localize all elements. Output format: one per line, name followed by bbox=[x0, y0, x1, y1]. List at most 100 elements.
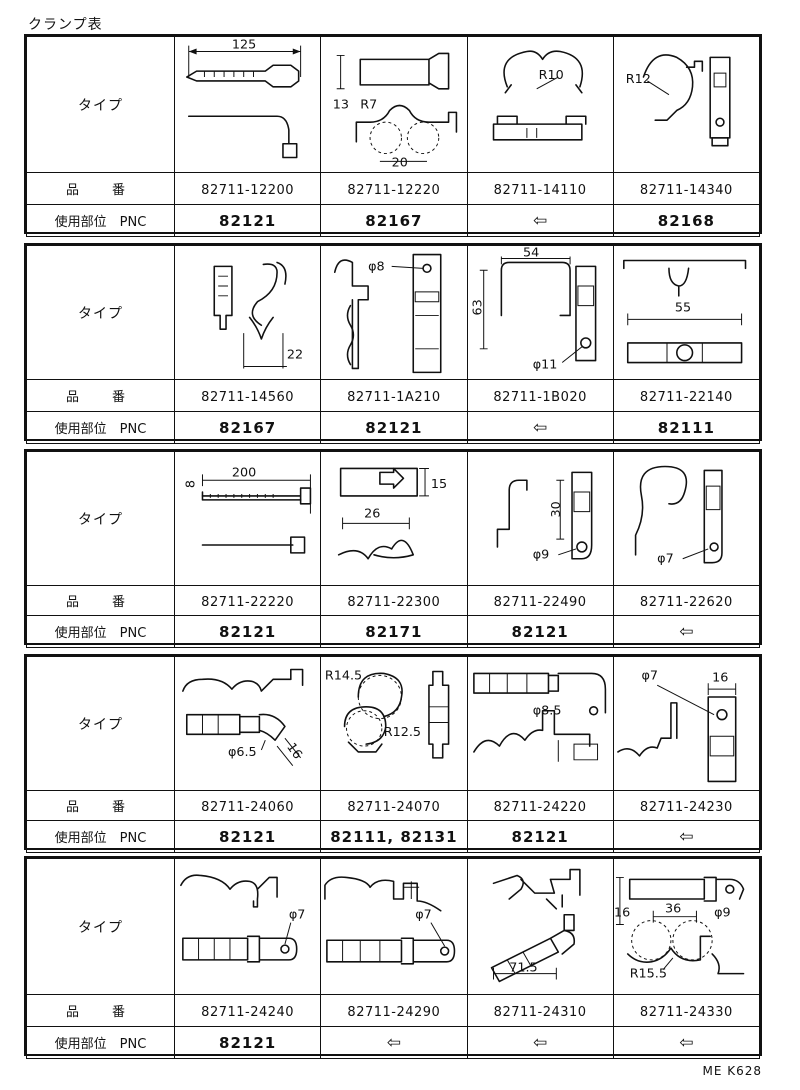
clamp-illustration: 125 bbox=[173, 36, 322, 173]
row-label-part-no: 品 番 bbox=[26, 379, 175, 412]
row-label-type: タイプ bbox=[26, 858, 175, 995]
dimension-label: 55 bbox=[675, 301, 691, 316]
clamp-illustration: R14.5 R12.5 bbox=[320, 656, 468, 791]
dimension-label: φ8 bbox=[368, 259, 385, 274]
pnc-value: 82121 bbox=[219, 1034, 277, 1052]
clamp-block-2: タイプ 22 φ8 bbox=[24, 243, 762, 444]
part-number: 82711-1B020 bbox=[493, 390, 587, 405]
part-no-label: 品 番 bbox=[65, 595, 135, 610]
row-label-part-no: 品 番 bbox=[26, 172, 175, 205]
part-number: 82711-22300 bbox=[347, 595, 441, 610]
dimension-label: 200 bbox=[232, 465, 256, 480]
part-number: 82711-12220 bbox=[347, 183, 441, 198]
same-as-left-arrow-icon: ⇦ bbox=[679, 826, 694, 847]
clamp-block-5: タイプ φ7 φ7 bbox=[24, 856, 762, 1059]
clamp-illustration: φ8.5 bbox=[466, 656, 614, 791]
part-number: 82711-22490 bbox=[493, 595, 587, 610]
row-label-type: タイプ bbox=[26, 245, 175, 380]
usage-label: 使用部位 PNC bbox=[54, 831, 147, 846]
usage-label: 使用部位 PNC bbox=[54, 422, 147, 437]
part-number: 82711-22140 bbox=[639, 390, 733, 405]
clamp-illustration: φ8 bbox=[320, 245, 468, 380]
dimension-label: 30 bbox=[549, 501, 564, 517]
row-label-usage: 使用部位 PNC bbox=[26, 204, 175, 237]
pnc-value: 82121 bbox=[511, 828, 569, 846]
clamp-block-1: タイプ 125 13 R7 20 bbox=[24, 34, 762, 237]
dimension-label: 20 bbox=[392, 155, 408, 170]
dimension-label: φ7 bbox=[641, 668, 658, 683]
part-number: 82711-14110 bbox=[493, 183, 587, 198]
row-label-type: タイプ bbox=[26, 451, 175, 586]
part-number: 82711-24060 bbox=[201, 800, 295, 815]
clamp-illustration: φ7 bbox=[173, 858, 322, 995]
clamp-illustration: φ7 bbox=[612, 451, 761, 586]
dimension-label: R12.5 bbox=[384, 725, 421, 740]
row-label-usage: 使用部位 PNC bbox=[26, 411, 175, 444]
part-number: 82711-1A210 bbox=[347, 390, 441, 405]
clamp-illustration: 13 R7 20 bbox=[320, 36, 468, 173]
clamp-block-4: タイプ φ6.5 16 R14.5 R12.5 bbox=[24, 654, 762, 853]
dimension-label: 71.5 bbox=[509, 961, 537, 976]
pnc-value: 82167 bbox=[365, 212, 423, 230]
row-label-type: タイプ bbox=[26, 656, 175, 791]
dimension-label: 13 bbox=[333, 97, 349, 112]
row-label-usage: 使用部位 PNC bbox=[26, 820, 175, 853]
part-no-label: 品 番 bbox=[65, 1005, 135, 1020]
part-number: 82711-14560 bbox=[201, 390, 295, 405]
dimension-label: 16 bbox=[614, 906, 630, 921]
same-as-left-arrow-icon: ⇦ bbox=[679, 621, 694, 642]
dimension-label: 36 bbox=[665, 902, 681, 917]
row-label-part-no: 品 番 bbox=[26, 790, 175, 821]
same-as-left-arrow-icon: ⇦ bbox=[386, 1032, 401, 1053]
pnc-value: 82168 bbox=[657, 212, 715, 230]
same-as-left-arrow-icon: ⇦ bbox=[533, 210, 548, 231]
dimension-label: 54 bbox=[522, 246, 538, 261]
pnc-value: 82121 bbox=[365, 419, 423, 437]
pnc-value: 82167 bbox=[219, 419, 277, 437]
part-number: 82711-24220 bbox=[493, 800, 587, 815]
usage-label: 使用部位 PNC bbox=[54, 626, 147, 641]
dimension-label: 125 bbox=[232, 38, 256, 53]
part-number: 82711-24330 bbox=[639, 1005, 733, 1020]
clamp-illustration: φ6.5 16 bbox=[173, 656, 322, 791]
pnc-value: 82171 bbox=[365, 623, 423, 641]
part-no-label: 品 番 bbox=[65, 800, 135, 815]
row-label-usage: 使用部位 PNC bbox=[26, 1026, 175, 1059]
part-number: 82711-22220 bbox=[201, 595, 295, 610]
type-label: タイプ bbox=[78, 511, 123, 528]
dimension-label: 63 bbox=[470, 299, 485, 315]
pnc-value: 82111 bbox=[657, 419, 715, 437]
part-number: 82711-24070 bbox=[347, 800, 441, 815]
dimension-label: φ11 bbox=[532, 357, 557, 372]
page-title: クランプ表 bbox=[28, 17, 103, 33]
clamp-illustration: 200 8 bbox=[173, 451, 322, 586]
pnc-value: 82121 bbox=[219, 828, 277, 846]
dimension-label: 15 bbox=[431, 477, 447, 492]
clamp-illustration: R12 bbox=[612, 36, 761, 173]
part-number: 82711-14340 bbox=[639, 183, 733, 198]
document-code: ME K628 bbox=[702, 1064, 762, 1078]
same-as-left-arrow-icon: ⇦ bbox=[679, 1032, 694, 1053]
part-no-label: 品 番 bbox=[65, 390, 135, 405]
dimension-label: 16 bbox=[283, 740, 305, 762]
row-label-usage: 使用部位 PNC bbox=[26, 615, 175, 648]
part-number: 82711-12200 bbox=[201, 183, 295, 198]
clamp-illustration: 55 bbox=[612, 245, 761, 380]
same-as-left-arrow-icon: ⇦ bbox=[533, 417, 548, 438]
part-number: 82711-22620 bbox=[639, 595, 733, 610]
dimension-label: φ9 bbox=[532, 548, 549, 563]
clamp-illustration: 15 26 bbox=[320, 451, 468, 586]
dimension-label: 8 bbox=[184, 480, 199, 488]
dimension-label: φ7 bbox=[289, 908, 306, 923]
part-number: 82711-24310 bbox=[493, 1005, 587, 1020]
usage-label: 使用部位 PNC bbox=[54, 1037, 147, 1052]
type-label: タイプ bbox=[78, 305, 123, 322]
dimension-label: φ7 bbox=[657, 552, 674, 567]
clamp-illustration: 54 63 φ11 bbox=[466, 245, 614, 380]
usage-label: 使用部位 PNC bbox=[54, 215, 147, 230]
pnc-value: 82121 bbox=[219, 623, 277, 641]
part-no-label: 品 番 bbox=[65, 183, 135, 198]
part-number: 82711-24290 bbox=[347, 1005, 441, 1020]
pnc-value: 82111, 82131 bbox=[330, 828, 458, 846]
dimension-label: R14.5 bbox=[325, 668, 362, 683]
